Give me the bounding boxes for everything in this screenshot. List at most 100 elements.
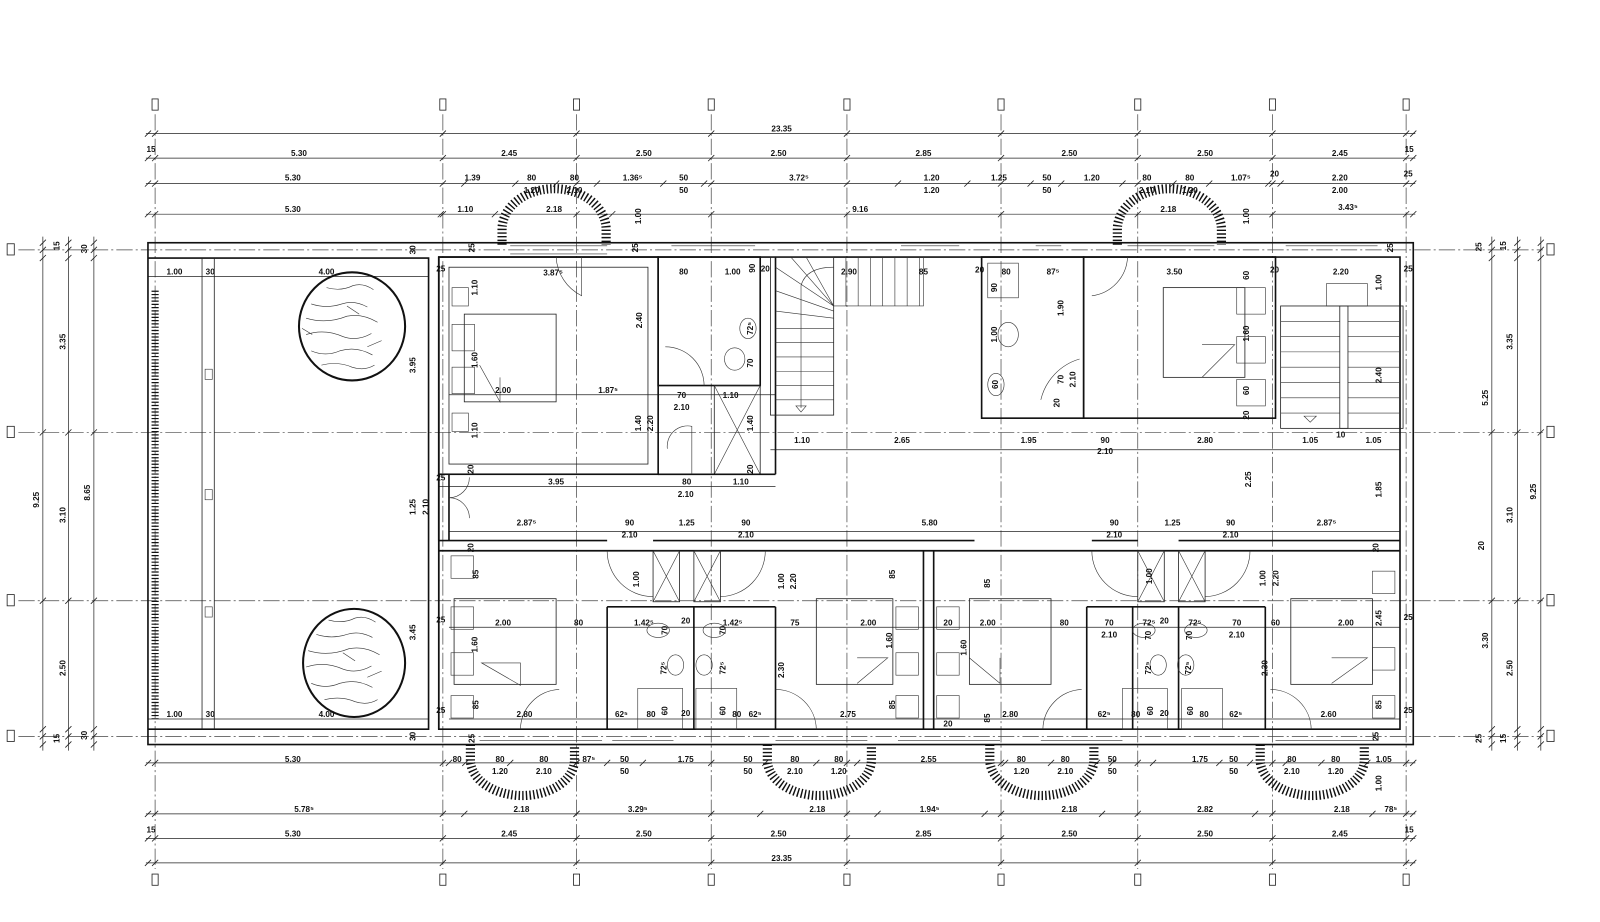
bed [815,598,894,685]
bed [463,313,557,403]
axis-bubble [439,98,447,111]
dimension-label: 1.00 [632,571,641,587]
axis-bubble [1546,729,1555,742]
dimension-label: 2.50 [1197,829,1213,838]
dimension-label: 2.18 [1334,805,1350,814]
dimension-label: 15 [1499,733,1508,743]
dimension-label: 1.60 [959,639,968,655]
dimension-label: 60 [1186,706,1195,716]
dimension-label: 80 [570,174,580,183]
dimension-label: 1.40 [746,415,755,431]
bed [968,598,1052,685]
dimension-label: 1.10 [733,478,749,487]
axis-bubble [6,425,15,438]
axis-bubble [6,729,15,742]
dimension-label: 20 [1160,616,1170,625]
dimension-label: 1.10 [471,422,480,438]
dimension-label: 20 [1372,543,1381,553]
dimension-label: 20 [761,264,771,273]
dimension-label: 9.25 [1529,483,1538,499]
axis-bubble [573,98,580,111]
dimension-label: 9.25 [32,491,41,507]
dimension-label: 2.50 [1505,660,1514,676]
dimension-label: 2.55 [921,755,937,764]
dimension-label: 80 [1131,710,1141,719]
dimension-label: 2.45 [1332,149,1348,158]
dimension-label: 2.45 [501,829,517,838]
axis-bubble [1268,98,1276,111]
dimension-label: 2.45 [1375,610,1384,626]
dimension-label: 70 [1105,618,1115,627]
dimension-label: 9.16 [852,205,868,214]
dimension-label: 20 [467,543,476,553]
dimension-label: 85 [472,700,481,710]
dimension-label: 1.20 [1013,767,1029,776]
dimension-label: 2.30 [1260,660,1269,676]
dimension-label: 5.30 [285,174,301,183]
dimension-label: 2.10 [567,186,583,195]
dimension-label: 1.60 [471,636,480,652]
dimension-label: 60 [1146,706,1155,716]
dimension-label: 1.60 [885,632,894,648]
dimension-label: 2.50 [771,149,787,158]
dimension-label: 1.10 [794,436,810,445]
dimension-label: 2.18 [1061,805,1077,814]
dimension-label: 62⁵ [1098,710,1111,719]
dimension-label: 60 [1271,618,1281,627]
dimension-label: 2.45 [501,149,517,158]
axis-bubble [1546,243,1555,256]
dimension-label: 20 [681,709,691,718]
dimension-label: 25 [1386,243,1395,253]
dimension-label: 1.20 [492,767,508,776]
dimension-label: 1.07⁵ [1231,174,1251,183]
dimension-label: 50 [679,174,689,183]
dimension-label: 20 [943,719,953,728]
dimension-label: 85 [888,569,897,579]
dimension-label: 2.50 [1061,829,1077,838]
tree-icon [302,607,407,719]
dimension-label: 80 [1200,710,1210,719]
dimension-label: 23.35 [771,854,792,863]
axis-bubble [6,594,15,607]
dimension-label: 25 [436,264,446,273]
dimension-label: 50 [679,186,689,195]
dimension-label: 1.00 [990,326,999,342]
dimension-label: 2.20 [789,573,798,589]
dimension-label: 30 [408,731,417,741]
dimension-label: 62⁵ [615,710,628,719]
bathroom-top-left [657,256,762,387]
dimension-label: 80 [1331,755,1341,764]
staircase-left [770,256,924,416]
dimension-label: 5.30 [285,755,301,764]
dimension-label: 2.18 [513,805,529,814]
dimension-label: 30 [408,245,417,255]
axis-bubble [843,873,851,886]
dimension-label: 1.05 [1376,755,1392,764]
dimension-label: 1.75 [1192,755,1208,764]
dimension-label: 20 [975,265,985,274]
dimension-label: 4.00 [319,267,335,276]
dimension-label: 60 [991,380,1000,390]
dimension-label: 1.00 [167,267,183,276]
dimension-label: 1.90 [1056,300,1065,316]
dimension-label: 60 [1242,270,1251,280]
dimension-label: 20 [1052,398,1061,408]
dimension-label: 72⁵ [1143,618,1156,627]
dimension-label: 23.35 [771,125,792,134]
dimension-label: 2.10 [738,531,754,540]
dimension-label: 90 [1101,436,1111,445]
axis-bubble [1134,873,1142,886]
dimension-label: 2.80 [517,710,533,719]
dimension-label: 1.20 [1328,767,1344,776]
dimension-label: 3.29⁵ [628,805,648,814]
dimension-label: 2.65 [894,436,910,445]
dimension-label: 70 [1056,374,1065,384]
dimension-label: 80 [495,755,505,764]
dimension-label: 1.36⁵ [623,174,643,183]
dimension-label: 50 [743,755,753,764]
dimension-label: 90 [1110,518,1120,527]
dimension-label: 62⁵ [1229,710,1242,719]
dimension-label: 90 [741,518,751,527]
dimension-label: 1.25 [679,518,695,527]
dimension-label: 2.20 [1332,174,1348,183]
